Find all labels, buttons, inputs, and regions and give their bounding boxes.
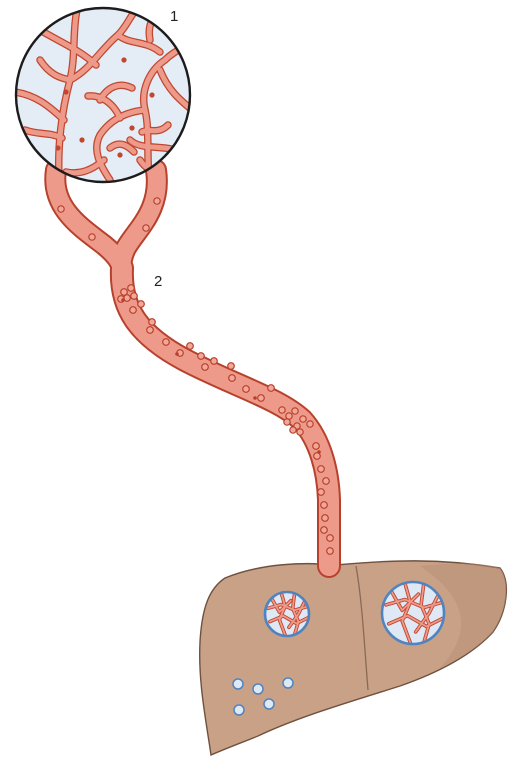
cell-nucleus [121,298,125,302]
capillary-cell [129,125,134,130]
tumor-cell [243,386,250,393]
liver [200,561,507,755]
tumor-cell [327,548,334,555]
tumor-cell [284,419,290,425]
blood-vessel [55,170,329,566]
magnified-capillary-bed [15,5,195,190]
tumor-cell [313,443,320,450]
vessel-branch-right [122,170,157,270]
tumor-cell [297,429,303,435]
tumor-cell [154,198,160,204]
cell-nucleus [317,450,321,454]
tumor-cell [187,343,194,350]
tumor-cell [268,385,275,392]
tumor-cell [198,353,205,360]
tumor-cell [138,301,145,308]
tumor-cell [300,416,306,422]
tumor-cell [258,395,265,402]
tumor-cell [290,427,296,433]
tumor-cell [292,408,298,414]
tumor-cell [143,225,149,231]
capillary-cell [121,57,126,62]
tumor-cell [228,363,235,370]
liver-lesion-large [382,582,444,644]
tumor-cell [321,527,328,534]
tumor-cell [163,339,170,346]
tumor-cell [202,364,209,371]
tumor-cell [130,307,137,314]
capillary-cell [79,137,84,142]
tumor-cell [128,285,135,292]
micrometastasis [264,699,274,709]
cell-nucleus [253,396,257,400]
tumor-cell [322,515,329,522]
tumor-cell [318,466,325,473]
micrometastasis [233,679,243,689]
micrometastasis [283,678,293,688]
tumor-cell [58,206,64,212]
tumor-cell [318,489,325,496]
micrometastasis [234,705,244,715]
tumor-cell [321,502,328,509]
cell-nucleus [175,352,179,356]
micrometastasis [253,684,263,694]
vessel-lumen [122,268,329,566]
tumor-cell [211,358,218,365]
capillary-cell [55,145,60,150]
capillary-cell [63,89,68,94]
tumor-cell [131,293,138,300]
tumor-cell [307,421,313,427]
callout-label-1: 1 [170,9,178,24]
capillary-cell [117,152,122,157]
tumor-cell [327,535,334,542]
tumor-cell [323,478,330,485]
tumor-cell [147,327,154,334]
liver-lesion-small [265,592,309,636]
capillary-cell [149,92,154,97]
callout-label-2: 2 [154,274,162,289]
tumor-cell [89,234,95,240]
tumor-cell [279,407,285,413]
tumor-cell [229,375,236,382]
tumor-cell [149,319,156,326]
